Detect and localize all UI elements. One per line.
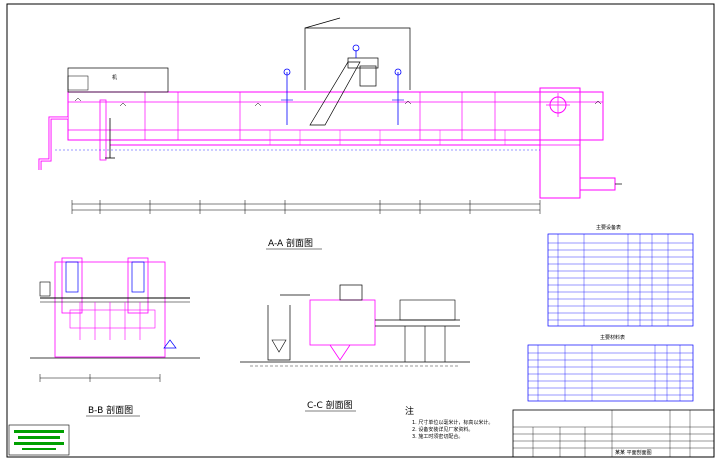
sheet-border [6,3,715,458]
section-cc-drawing [240,284,470,367]
section-aa-label: A-A 剖面图 [268,237,313,249]
note-line-3: 3. 施工时须密切配合。 [412,433,463,440]
section-aa-drawing: 机 [38,17,622,214]
section-bb-label: B-B 剖面图 [88,404,133,416]
notes-heading: 注 [405,405,414,417]
notes-block: 注 1. 尺寸单位以毫米计，标高以米计。 2. 设备安装详见厂家资料。 3. 施… [405,405,493,440]
materials-table: 主要材料表 [527,334,694,402]
title-block: 某某 平面剖面图 [512,409,715,458]
svg-text:机: 机 [112,74,117,81]
equipment-table: 主要设备表 [547,224,694,327]
note-line-1: 1. 尺寸单位以毫米计，标高以米计。 [412,419,493,426]
materials-table-title: 主要材料表 [600,334,625,341]
note-line-2: 2. 设备安装详见厂家资料。 [412,426,473,433]
equipment-table-title: 主要设备表 [596,224,621,231]
company-logo [8,424,70,456]
section-cc-label: C-C 剖面图 [307,399,353,411]
drawing-name: 某某 平面剖面图 [615,449,652,456]
section-bb-drawing [30,257,200,382]
